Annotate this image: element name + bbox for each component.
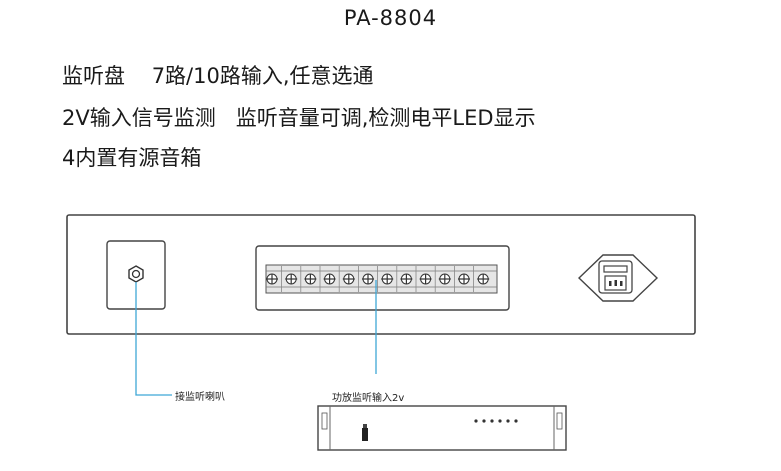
terminal-screw	[458, 273, 470, 285]
terminal-screw	[342, 273, 355, 285]
terminal-screw	[477, 273, 490, 285]
feature-line-2: 2V输入信号监测 监听音量可调,检测电平LED显示	[62, 106, 536, 130]
amp-input-callout-label: 功放监听输入2v	[332, 393, 405, 404]
speaker-leader-line	[135, 282, 172, 396]
terminal-screw	[400, 273, 413, 285]
input-terminal-block	[255, 245, 510, 311]
terminal-screw	[323, 273, 336, 285]
speaker-callout-label: 接监听喇叭	[175, 392, 225, 403]
amplifier-unit	[317, 405, 567, 451]
feature-line-3: 4内置有源音箱	[62, 146, 202, 170]
terminal-screw	[438, 273, 451, 285]
terminal-screw	[419, 273, 432, 285]
terminal-screw	[381, 273, 394, 285]
power-inlet	[577, 254, 659, 302]
terminal-screw	[304, 273, 317, 285]
feature-line-1: 监听盘 7路/10路输入,任意选通	[62, 64, 374, 88]
terminal-screw	[362, 273, 374, 285]
terminal-screw	[266, 273, 278, 285]
product-title: PA-8804	[343, 6, 438, 30]
terminal-screw	[285, 273, 298, 285]
